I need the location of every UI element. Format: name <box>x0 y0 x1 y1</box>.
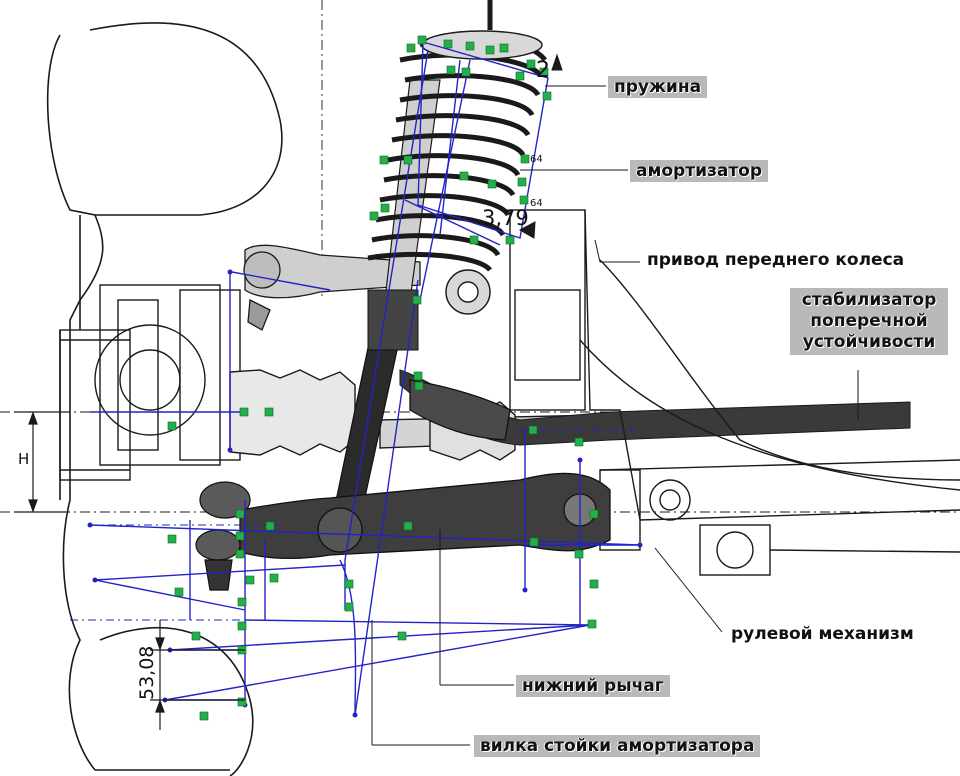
label-stabilizer: стабилизатор поперечной устойчивости <box>790 288 948 355</box>
label-strut-fork: вилка стойки амортизатора <box>474 735 761 757</box>
label-shock-absorber: амортизатор <box>630 160 769 182</box>
label-front-wheel-drive: привод переднего колеса <box>644 250 908 270</box>
construction-centerlines <box>70 429 640 621</box>
height-dimension <box>14 411 70 513</box>
leader-lines <box>371 85 859 746</box>
label-lower-arm: нижний рычаг <box>516 675 670 697</box>
hub-assembly <box>59 284 241 481</box>
vertical-dimension <box>150 620 245 730</box>
label-spring: пружина <box>608 76 708 98</box>
angle-mark-top: 2 <box>536 58 550 83</box>
label-stabilizer-line2: поперечной <box>810 311 928 331</box>
subframe <box>509 209 960 576</box>
ref-64-b: 64 <box>530 198 543 209</box>
ball-joint <box>195 481 251 591</box>
label-steering-gear: рулевой механизм <box>728 624 917 644</box>
angle-mark-mid: 3,79 <box>482 206 529 230</box>
constraint-markers <box>167 35 599 721</box>
height-symbol: H <box>18 450 30 468</box>
lower-arm <box>239 379 611 560</box>
label-stabilizer-line3: устойчивости <box>802 332 936 352</box>
angle-arrows <box>518 53 563 239</box>
spring-seat <box>421 30 543 315</box>
ref-64-a: 64 <box>530 154 543 165</box>
label-stabilizer-line1: стабилизатор <box>801 290 937 310</box>
wheel-outline <box>46 22 283 776</box>
vertical-offset-value: 53,08 <box>136 645 158 700</box>
